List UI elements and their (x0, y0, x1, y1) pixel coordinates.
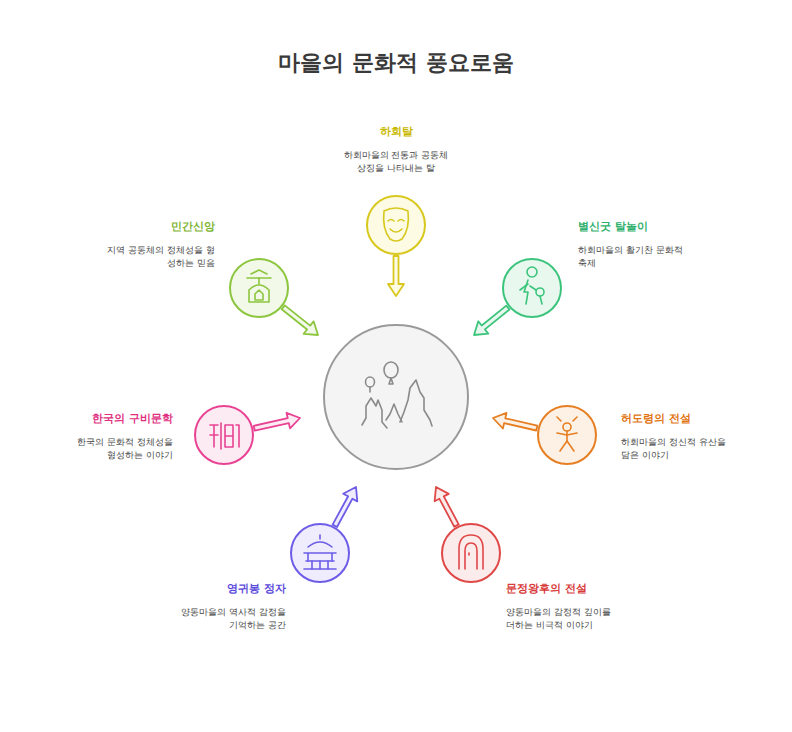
topic-description: 한국의 문화적 정체성을 형성하는 이야기 (67, 436, 173, 462)
circle-outline (537, 405, 597, 465)
topic-icon (312, 561, 328, 569)
circle-outline (194, 405, 254, 465)
topic-icon (304, 553, 336, 561)
topic-icon (398, 220, 404, 222)
topic-icon (563, 423, 571, 431)
topic-icon (459, 535, 483, 569)
topic-description: 하회마을의 전통과 공동체 상징을 나타내는 탈 (340, 149, 452, 175)
topic-icon (384, 208, 409, 241)
topic-heading: 민간신앙 (171, 220, 215, 234)
pointer-arrow (254, 413, 300, 431)
topic-icon (557, 417, 577, 421)
village-illustration (362, 362, 432, 428)
topic-icon (255, 290, 263, 300)
topic-circle: 민간신앙지역 공동체의 정체성을 형성하는 믿음 (229, 258, 289, 318)
topic-icon (520, 284, 528, 290)
pointer-arrow (493, 413, 537, 431)
topic-description: 양동마을의 감정적 깊이를 더하는 비극적 이야기 (506, 606, 618, 632)
topic-icon (210, 425, 218, 447)
topic-circle: 문정왕후의 전설양동마을의 감정적 깊이를 더하는 비극적 이야기 (441, 523, 501, 583)
topic-description: 지역 공동체의 정체성을 형성하는 믿음 (107, 244, 215, 270)
pointer-arrow (388, 256, 404, 296)
pointer-arrow (474, 306, 510, 335)
topic-heading: 별신굿 탈놀이 (578, 220, 648, 234)
topic-circle: 하회탈하회마을의 전통과 공동체 상징을 나타내는 탈 (366, 195, 426, 255)
topic-icon (258, 278, 260, 284)
topic-icon (527, 267, 537, 277)
topic-icon (465, 543, 477, 569)
topic-icon (319, 535, 321, 539)
center-circle (324, 325, 468, 469)
topic-icon (308, 542, 332, 547)
topic-icon (304, 568, 336, 570)
circle-outline (290, 523, 350, 583)
topic-icon (557, 433, 577, 435)
topic-description: 양동마을의 역사적 감정을 기억하는 공간 (170, 606, 286, 632)
topic-icon (388, 220, 394, 222)
topic-icon (225, 425, 233, 447)
topic-heading: 허도령의 전설 (621, 412, 691, 426)
topic-icon (560, 441, 574, 451)
circle-outline (441, 523, 501, 583)
topic-description: 하회마을의 정신적 유산을 담은 이야기 (621, 436, 731, 462)
topic-heading: 한국의 구비문학 (92, 412, 173, 426)
circle-outline (229, 258, 289, 318)
topic-icon (390, 229, 402, 232)
topic-icon (540, 296, 542, 304)
topic-icon (468, 553, 470, 555)
topic-heading: 영귀봉 정자 (227, 582, 286, 596)
topic-icon (536, 288, 544, 296)
topic-icon (220, 423, 222, 449)
circle-outline (366, 195, 426, 255)
topic-circle: 허도령의 전설하회마을의 정신적 유산을 담은 이야기 (537, 405, 597, 465)
topic-icon (566, 431, 568, 441)
pointer-arrow (282, 305, 318, 335)
pointer-arrow (435, 487, 459, 527)
topic-icon (251, 270, 267, 274)
pointer-arrow (333, 487, 358, 527)
topic-heading: 하회탈 (380, 125, 413, 139)
topic-circle: 별신굿 탈놀이하회마을의 활기찬 문화적 축제 (502, 258, 562, 318)
topic-circle: 한국의 구비문학한국의 문화적 정체성을 형성하는 이야기 (194, 405, 254, 465)
topic-icon (530, 286, 536, 290)
diagram-title: 마을의 문화적 풍요로움 (0, 48, 792, 78)
circle-outline (502, 258, 562, 318)
topic-icon (236, 425, 239, 447)
topic-description: 하회마을의 활기찬 문화적 축제 (578, 244, 686, 270)
topic-circle: 영귀봉 정자양동마을의 역사적 감정을 기억하는 공간 (290, 523, 350, 583)
topic-icon (249, 285, 269, 302)
topic-heading: 문정왕후의 전설 (506, 582, 587, 596)
